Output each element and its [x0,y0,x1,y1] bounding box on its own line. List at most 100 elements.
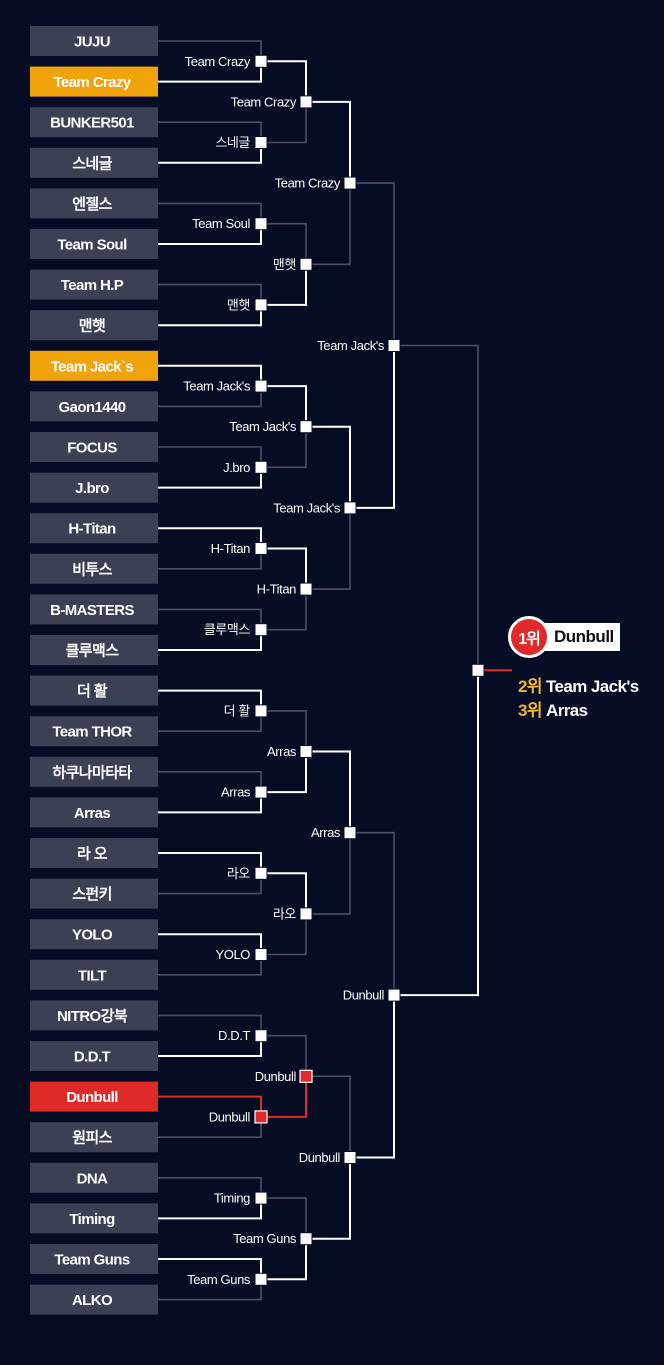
winner-connector [158,1198,262,1220]
winner-connector [306,425,351,508]
team-box [30,229,158,259]
winner-connector [350,345,395,509]
loser-connector [261,710,307,752]
match-winner-label: H-Titan [257,582,297,597]
match-winner-label: YOLO [215,947,250,962]
match-node [343,826,357,840]
team-box [30,1041,158,1071]
team-box [30,756,158,787]
team-name: BUNKER501 [50,115,134,132]
winner-connector [158,792,262,814]
winner-connector [158,689,262,711]
bracket-lines-winning [158,60,512,1281]
match-node [343,1151,357,1164]
team-name: FOCUS [67,440,117,457]
winner-connector [158,364,262,387]
loser-connector [158,1014,262,1036]
winner-connector [261,1238,307,1281]
team-name: Arras [74,805,110,822]
loser-connector [306,507,351,590]
team-name: J.bro [75,480,109,497]
loser-connector [158,954,262,976]
team-box [30,635,158,665]
team-name: 엔젤스 [72,195,112,213]
loser-connector [261,1034,307,1077]
loser-connector [158,608,262,630]
team-name: B-MASTERS [50,602,134,619]
team-name: Team Jack`s [51,358,134,375]
match-node [299,907,313,921]
team-box [30,878,158,909]
match-winner-label: Team Guns [233,1231,297,1246]
match-winner-label: H-Titan [211,541,251,556]
match-node [254,542,268,555]
team-box [30,107,158,138]
team-box [30,513,158,544]
loser-connector [306,832,351,915]
match-node [343,176,357,190]
team-box [30,391,158,422]
team-box [30,147,158,178]
loser-connector [306,183,351,266]
champion-banner: 1위 Dunbull [508,616,620,658]
team-name: Team Soul [57,237,127,254]
loser-connector [261,589,307,631]
match-node [254,866,268,880]
match-node [254,623,268,637]
team-name: 비투스 [72,561,112,578]
loser-connector [261,1197,307,1239]
team-box [30,716,158,747]
match-winner-label: 더 활 [224,703,251,718]
team-box [30,432,158,462]
loser-connector [261,101,307,144]
winner-connector [158,527,262,549]
team-box [30,188,158,219]
team-box [30,269,158,300]
loser-connector [394,344,479,671]
match-node [254,54,268,68]
team-name: Team Crazy [53,74,131,91]
third-place-rank: 3위 [518,701,543,720]
team-box [30,553,158,584]
match-node [299,582,313,596]
winner-connector [158,1035,262,1057]
match-node [254,704,268,718]
match-winner-label: 맨햇 [227,297,251,312]
winner-connector [306,100,351,184]
third-place-line: 3위 Arras [518,696,588,721]
match-node [254,1272,268,1286]
loser-connector [158,202,262,224]
winner-connector [158,142,262,164]
team-box [30,1162,158,1193]
winner-connector [261,60,307,102]
match-winner-label: 맨햇 [273,257,297,272]
match-winner-label: Team Soul [192,216,250,231]
match-winner-label: Dunbull [209,1109,251,1124]
team-name: Team H.P [61,277,124,294]
loser-connector [261,426,307,469]
team-box [30,797,158,828]
match-winner-label: Arras [311,825,341,840]
match-node [299,420,313,434]
match-winner-label: Team Crazy [231,94,297,109]
loser-connector [158,771,262,793]
match-winner-label: Arras [267,744,297,759]
team-name: DNA [77,1170,108,1187]
team-box [30,1284,158,1315]
winner-connector [394,670,479,997]
match-winner-label: Timing [214,1191,250,1206]
winner-connector [306,750,351,833]
match-node [254,1029,268,1043]
loser-connector [261,913,307,956]
match-winner-label: Team Jack's [229,419,297,434]
winner-connector [158,1095,262,1117]
team-name: ALKO [72,1292,113,1309]
runner-up-rank: 2위 [518,677,543,696]
match-node [254,785,268,799]
match-node [254,217,268,231]
loser-connector [306,1075,351,1158]
winner-connector [261,1076,307,1118]
match-node [254,298,268,312]
team-name: Team THOR [52,724,132,741]
